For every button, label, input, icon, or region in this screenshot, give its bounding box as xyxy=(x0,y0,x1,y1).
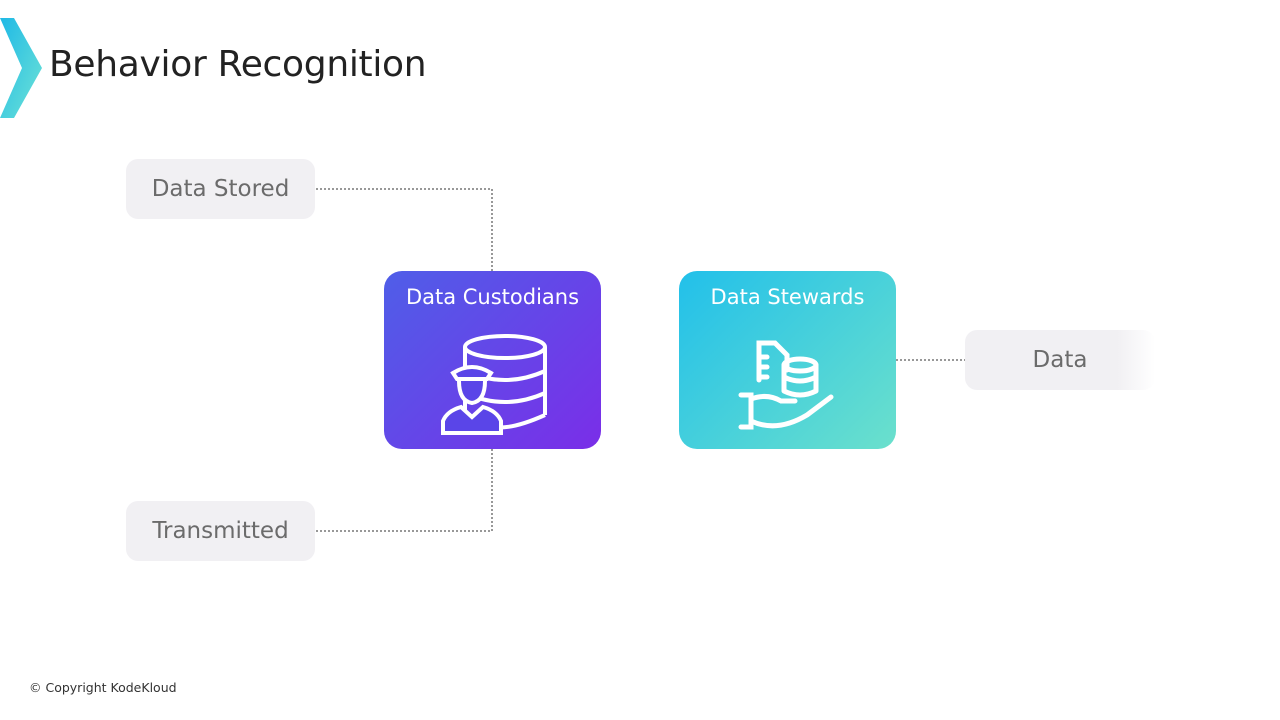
data-box: Data xyxy=(965,330,1155,390)
transmitted-box: Transmitted xyxy=(126,501,315,561)
hand-data-icon xyxy=(738,340,834,430)
data-custodians-card: Data Custodians xyxy=(384,271,601,449)
database-guard-icon xyxy=(441,334,547,435)
data-stewards-label: Data Stewards xyxy=(710,285,865,309)
transmitted-label: Transmitted xyxy=(152,518,289,544)
data-stored-label: Data Stored xyxy=(151,176,290,202)
data-stewards-card: Data Stewards xyxy=(679,271,896,449)
page-title: Behavior Recognition xyxy=(49,44,427,85)
data-label: Data xyxy=(1032,347,1088,373)
logo-chevron-icon xyxy=(0,18,42,118)
data-custodians-label: Data Custodians xyxy=(405,285,580,309)
copyright-text: © Copyright KodeKloud xyxy=(29,680,177,695)
data-stored-box: Data Stored xyxy=(126,159,315,219)
